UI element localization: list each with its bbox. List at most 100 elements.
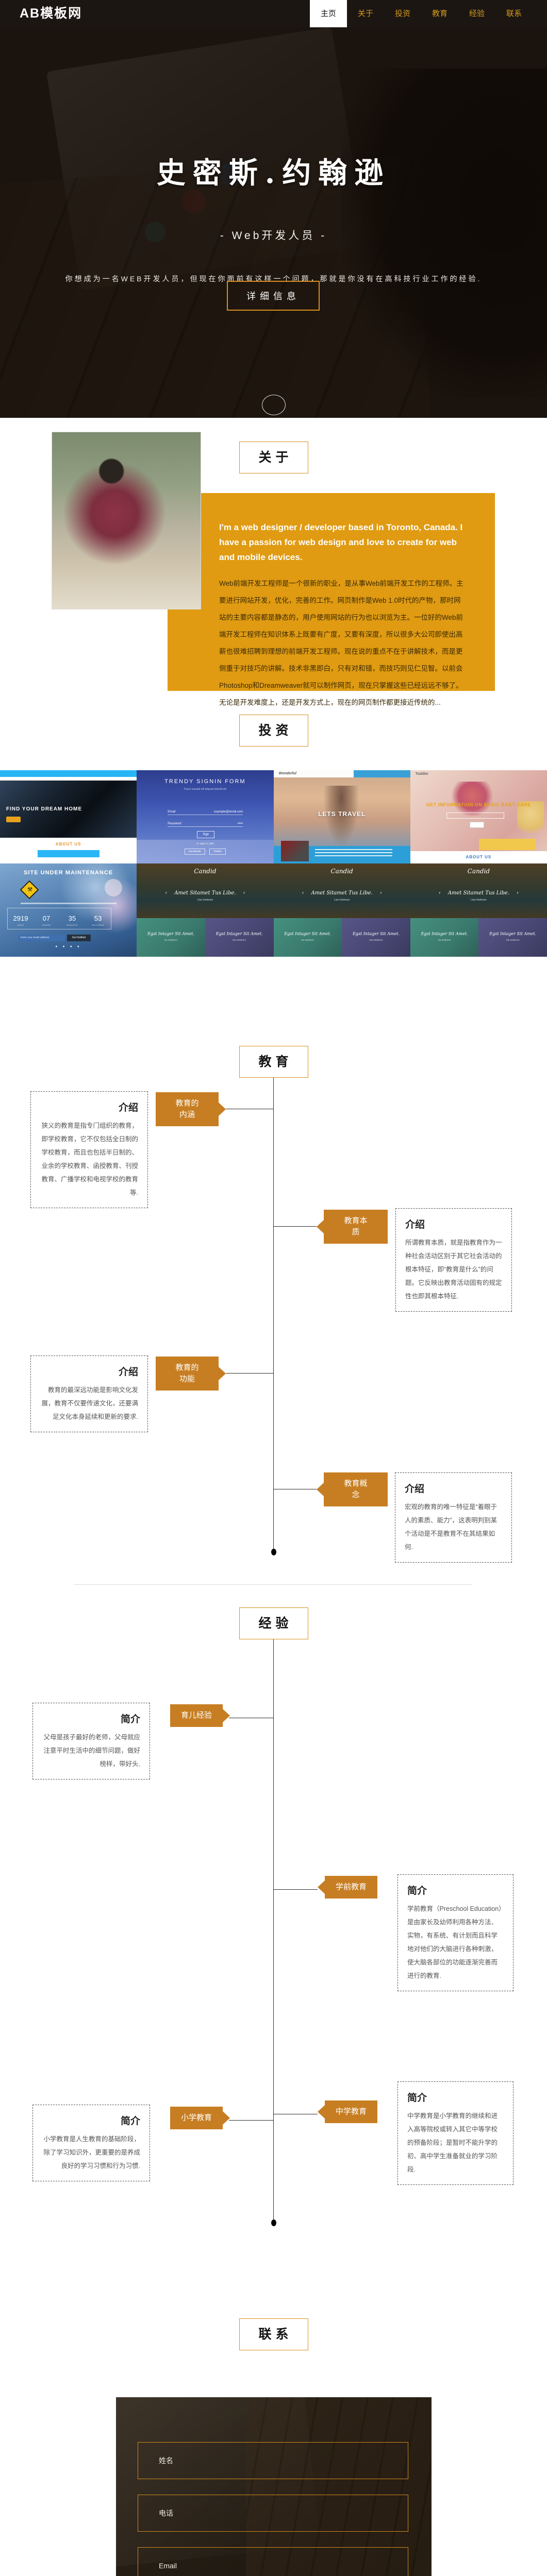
section-divider bbox=[74, 1584, 472, 1585]
nav-item-about[interactable]: 关于 bbox=[357, 9, 373, 18]
tile-brand: Candid bbox=[330, 868, 353, 875]
tile-signin-button: Sign bbox=[197, 831, 215, 838]
portfolio-grid: FIND YOUR DREAM HOME ABOUT US TRENDY SIG… bbox=[0, 770, 547, 957]
portfolio-item-trendy-signin[interactable]: TRENDY SIGNIN FORM Fusce suscipit elit a… bbox=[137, 770, 274, 863]
portfolio-item-toddler[interactable]: Toddler GET INFORMATION ON BASIC BABY CA… bbox=[410, 770, 547, 863]
tile-twitter-button: Twitter bbox=[209, 849, 226, 855]
tile-title: FIND YOUR DREAM HOME bbox=[6, 806, 82, 812]
email-input[interactable] bbox=[138, 2547, 408, 2576]
tile-card-subtitle: Kia Veebrum bbox=[233, 939, 246, 941]
timeline-badge: 育儿经验 bbox=[170, 1704, 230, 1727]
tile-subtitle: Fusce suscipit elit aliquam blandit elit bbox=[184, 788, 226, 791]
timeline-card-text: 所谓教育本质，就是指教育作为一种社会活动区别于其它社会活动的根本特征，即“教育是… bbox=[405, 1239, 502, 1300]
tile-brand: Candid bbox=[194, 868, 217, 875]
tile-title: Amet Sitamet Tus Libe. bbox=[410, 890, 547, 896]
timeline-card-text: 宏观的教育的唯一特征是“着眼于人的素质、能力”，这表明判别某个活动是不是教育不在… bbox=[405, 1503, 498, 1551]
tile-email-input: Enter your email address bbox=[19, 935, 65, 941]
tile-or-text: or sign in with bbox=[196, 842, 214, 845]
timeline-line bbox=[273, 1639, 274, 2223]
timeline-badge: 教育本 质 bbox=[317, 1210, 388, 1244]
tile-card-subtitle: Ka Veebrum bbox=[301, 939, 314, 941]
timeline-card-title: 介绍 bbox=[118, 1103, 138, 1113]
timeline-badge: 小学教育 bbox=[170, 2107, 230, 2129]
timeline-card: 简介 中学教育是小学教育的继续和进入高等院校或转入其它中等学校的预备阶段；是暂时… bbox=[397, 2081, 513, 2185]
education-section: 教育 教育的 内涵 介绍 狭义的教育是指专门组织的教育，即学校教育，它不仅包括全… bbox=[0, 1012, 547, 1597]
tile-button bbox=[6, 817, 21, 822]
tile-card-title: Egst Intager Sit Amet. bbox=[147, 931, 195, 936]
timeline-card-title: 介绍 bbox=[405, 1484, 425, 1495]
education-section-title: 教育 bbox=[239, 1046, 308, 1078]
timeline-card: 简介 学前教育（Preschool Education）是由家长及幼师利用各种方… bbox=[397, 1874, 513, 1991]
main-nav: 主页 关于 投资 教育 经验 联系 bbox=[309, 0, 533, 27]
hero-banner: 史密斯.约翰逊 - Web开发人员 - 你想成为一名WEB开发人员，但现在你面前… bbox=[0, 27, 547, 418]
timeline-card-title: 简介 bbox=[120, 1714, 140, 1725]
scroll-indicator-icon[interactable] bbox=[262, 395, 286, 415]
portfolio-item-wonderful-travel[interactable]: Wonderful LETS TRAVEL bbox=[273, 770, 410, 863]
tile-card-subtitle: Ka Veebrum bbox=[438, 939, 451, 941]
name-input[interactable] bbox=[138, 2442, 408, 2479]
timeline-badge: 学前教育 bbox=[318, 1876, 377, 1899]
site-logo[interactable]: AB模板网 bbox=[20, 6, 82, 21]
tile-card-title: Egst Intager Sit Amet. bbox=[421, 931, 468, 936]
nav-item-contact[interactable]: 联系 bbox=[506, 9, 522, 18]
tile-field-label: Email bbox=[168, 810, 176, 814]
tile-footer-text: ABOUT US bbox=[55, 842, 81, 846]
timeline-badge: 中学教育 bbox=[318, 2100, 377, 2123]
timeline-card-text: 狭义的教育是指专门组织的教育，即学校教育，它不仅包括全日制的学校教育，而且也包括… bbox=[41, 1122, 138, 1196]
nav-item-home[interactable]: 主页 bbox=[309, 0, 347, 27]
about-paragraph: Web前端开发工程师是一个很新的职业，是从事Web前端开发工作的工程师。主要进行… bbox=[219, 580, 463, 706]
tile-title: SITE UNDER MAINTENANCE bbox=[24, 870, 113, 876]
tile-card-title: Egst Intager Sit Amet. bbox=[284, 931, 331, 936]
tile-field-label: Password bbox=[168, 822, 181, 825]
top-navbar: AB模板网 主页 关于 投资 教育 经验 联系 bbox=[0, 0, 547, 27]
tile-footer-text: ABOUT US bbox=[466, 855, 492, 859]
portfolio-item-candid-1[interactable]: Candid Amet Sitamet Tus Libe. Lisa Veebr… bbox=[137, 863, 274, 957]
hero-title: 史密斯.约翰逊 bbox=[156, 156, 391, 190]
portfolio-section: 投资 FIND YOUR DREAM HOME ABOUT US TRENDY … bbox=[0, 715, 547, 1012]
tile-facebook-button: Facebook bbox=[184, 849, 205, 855]
timeline-card-title: 介绍 bbox=[118, 1367, 138, 1378]
timeline-card-text: 中学教育是小学教育的继续和进入高等院校或转入其它中等学校的预备阶段；是暂时不能升… bbox=[407, 2112, 498, 2173]
timeline-card-title: 简介 bbox=[407, 2093, 427, 2104]
tile-header-bar bbox=[0, 770, 137, 777]
hero-details-button[interactable]: 详细信息 bbox=[227, 281, 320, 311]
portfolio-item-candid-3[interactable]: Candid Amet Sitamet Tus Libe. Lisa Veebr… bbox=[410, 863, 547, 957]
experience-section-title: 经验 bbox=[239, 1607, 308, 1639]
tile-title: LETS TRAVEL bbox=[318, 810, 366, 818]
tile-photo bbox=[0, 781, 137, 838]
tile-card-title: Egst Intager Sit Amet. bbox=[489, 931, 537, 936]
timeline-card: 介绍 狭义的教育是指专门组织的教育，即学校教育，它不仅包括全日制的学校教育，而且… bbox=[30, 1091, 148, 1208]
portfolio-item-candid-2[interactable]: Candid Amet Sitamet Tus Libe. Lisa Veebr… bbox=[273, 863, 410, 957]
tile-field-value: ••••• bbox=[237, 822, 243, 825]
hammer-icon: ⚒ bbox=[27, 887, 32, 893]
timeline-card-text: 小学教育是人生教育的基础阶段，除了学习知识外，更重要的是养成良好的学习习惯和行为… bbox=[43, 2136, 140, 2170]
nav-item-experience[interactable]: 经验 bbox=[469, 9, 485, 18]
nav-item-education[interactable]: 教育 bbox=[432, 9, 447, 18]
timeline-card-title: 简介 bbox=[407, 1886, 427, 1896]
tile-title: Amet Sitamet Tus Libe. bbox=[274, 890, 410, 896]
tile-brand: Wonderful bbox=[278, 772, 296, 775]
tile-search-box bbox=[446, 812, 504, 819]
nav-item-portfolio[interactable]: 投资 bbox=[394, 9, 410, 18]
timeline-card-title: 介绍 bbox=[405, 1219, 425, 1230]
timeline-card: 介绍 所谓教育本质，就是指教育作为一种社会活动区别于其它社会活动的根本特征，即“… bbox=[395, 1208, 512, 1312]
phone-input[interactable] bbox=[138, 2495, 408, 2532]
about-heading: I'm a web designer / developer based in … bbox=[219, 522, 463, 562]
timeline-badge: 教育概 念 bbox=[317, 1472, 388, 1506]
tile-title: GET INFORMATION ON BASIC BABY CARE bbox=[426, 802, 531, 807]
hero-subtitle: - Web开发人员 - bbox=[220, 230, 327, 242]
profile-photo bbox=[52, 432, 201, 609]
timeline-card: 介绍 宏观的教育的唯一特征是“着眼于人的素质、能力”，这表明判别某个活动是不是教… bbox=[395, 1472, 512, 1563]
tile-card-subtitle: Kia Veebrum bbox=[369, 939, 383, 941]
hero-description: 你想成为一名WEB开发人员，但现在你面前有这样一个问题，那就是你没有在高科技行业… bbox=[65, 275, 482, 283]
tile-notify-button: Get Notified bbox=[67, 935, 91, 941]
tile-nav-bar bbox=[353, 770, 410, 777]
timeline-card-text: 教育的最深远功能是影响文化发展，教育不仅要传递文化，还要满足文化本身延续和更新的… bbox=[41, 1386, 138, 1420]
tile-title: TRENDY SIGNIN FORM bbox=[164, 778, 246, 785]
tile-brand: Candid bbox=[467, 868, 490, 875]
portfolio-item-dream-home[interactable]: FIND YOUR DREAM HOME ABOUT US bbox=[0, 770, 137, 863]
tile-subtitle: Lisa Veebrum bbox=[334, 899, 350, 902]
